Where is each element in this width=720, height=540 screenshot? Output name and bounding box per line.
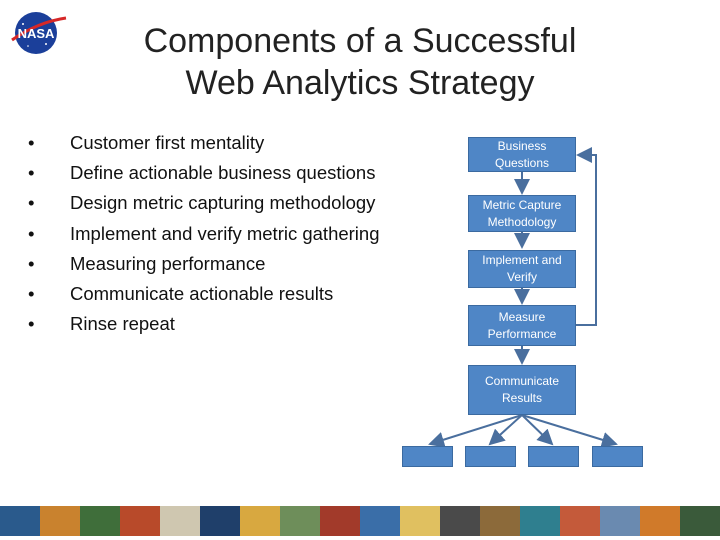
bullet-item: • Implement and verify metric gathering xyxy=(28,219,380,249)
bullet-glyph: • xyxy=(28,132,35,153)
imagery-tile xyxy=(40,506,80,536)
flow-step-measure-performance: Measure Performance xyxy=(468,305,576,346)
imagery-tile xyxy=(80,506,120,536)
flow-step-label: Communicate Results xyxy=(484,374,560,405)
bullet-text: Implement and verify metric gathering xyxy=(70,222,380,244)
bullet-item: • Communicate actionable results xyxy=(28,279,380,309)
flow-step-communicate-results: Communicate Results xyxy=(468,365,576,415)
flow-leaf-box xyxy=(402,446,453,467)
imagery-tile xyxy=(440,506,480,536)
flow-step-label: Implement and Verify xyxy=(482,253,562,284)
flow-step-label: Metric Capture Methodology xyxy=(482,197,562,229)
bullet-glyph: • xyxy=(28,313,35,335)
bullet-text: Design metric capturing methodology xyxy=(70,192,376,214)
bullet-text: Communicate actionable results xyxy=(70,282,334,304)
bullet-text: Define actionable business questions xyxy=(70,162,376,184)
bullet-glyph: • xyxy=(28,252,35,274)
imagery-tile xyxy=(520,506,560,536)
bullet-item: • Customer first mentality xyxy=(28,128,380,158)
bullet-list: • Customer first mentality • Define action… xyxy=(28,128,380,339)
imagery-tile xyxy=(400,506,440,536)
imagery-tile xyxy=(240,506,280,536)
title-line-1: Components of a Successful xyxy=(143,22,577,60)
nasa-logo: NASA xyxy=(11,12,67,54)
flow-step-business-questions: Business Questions xyxy=(468,137,576,172)
imagery-tile xyxy=(320,506,360,536)
fan-arrow-3 xyxy=(521,414,554,446)
title-line-2: Web Analytics Strategy xyxy=(185,64,535,102)
imagery-tile xyxy=(560,506,600,536)
bullet-glyph: • xyxy=(28,162,35,184)
bullet-item: • Measuring performance xyxy=(28,249,380,279)
bullet-item: • Define actionable business questions xyxy=(28,158,380,188)
imagery-tile xyxy=(280,506,320,536)
imagery-tile xyxy=(160,506,200,536)
bullet-glyph: • xyxy=(28,282,35,304)
imagery-tile xyxy=(120,506,160,536)
bullet-text: Measuring performance xyxy=(70,252,266,274)
fan-arrow-4 xyxy=(521,414,618,448)
bullet-item: • Design metric capturing methodology xyxy=(28,188,380,218)
imagery-tile xyxy=(0,506,40,536)
page-title: Components of a Successful Web Analytics… xyxy=(90,20,630,104)
flow-step-implement-verify: Implement and Verify xyxy=(468,250,576,288)
imagery-tile xyxy=(480,506,520,536)
fan-arrow-1 xyxy=(428,414,523,448)
imagery-tile xyxy=(640,506,680,536)
flow-leaf-box xyxy=(465,446,516,467)
imagery-strip xyxy=(0,506,720,536)
imagery-tile xyxy=(360,506,400,536)
imagery-tile xyxy=(600,506,640,536)
bullet-glyph: • xyxy=(28,192,35,214)
flow-leaf-box xyxy=(528,446,579,467)
imagery-tile xyxy=(200,506,240,536)
nasa-logo-text: NASA xyxy=(18,26,55,41)
loop-back-arrow xyxy=(576,147,597,326)
flow-step-label: Business Questions xyxy=(494,138,550,170)
flow-leaf-box xyxy=(592,446,643,467)
fan-arrow-2 xyxy=(488,414,523,446)
flow-step-label: Measure Performance xyxy=(487,309,557,341)
flow-step-metric-capture: Metric Capture Methodology xyxy=(468,195,576,232)
bullet-text: Rinse repeat xyxy=(70,313,175,335)
bullet-text: Customer first mentality xyxy=(70,132,265,153)
imagery-tile xyxy=(680,506,720,536)
bullet-item: • Rinse repeat xyxy=(28,309,380,339)
bullet-glyph: • xyxy=(28,222,35,244)
